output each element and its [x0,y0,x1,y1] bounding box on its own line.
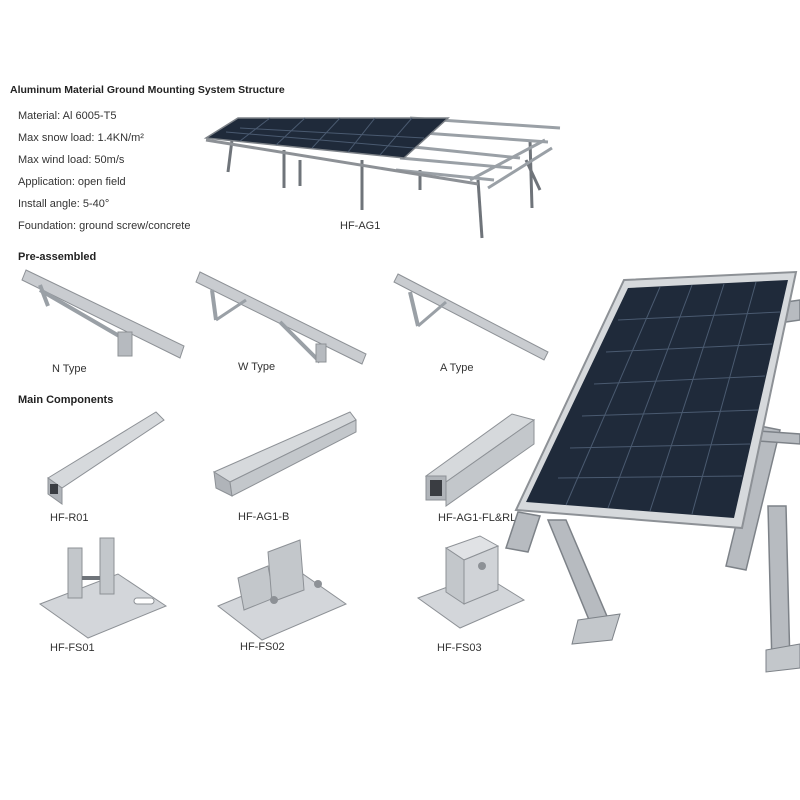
component-hf-fs01-label: HF-FS01 [50,642,95,654]
component-hf-ag1-fl-rl-label: HF-AG1-FL&RL [438,512,517,524]
component-hf-r01-label: HF-R01 [50,512,89,524]
pre-assembled-a-type-label: A Type [440,362,474,374]
spec-application: Application: open field [18,176,126,188]
pre-assembled-w-type-label: W Type [238,361,276,373]
main-components-heading: Main Components [18,394,114,406]
spec-install-angle: Install angle: 5-40° [18,198,110,210]
spec-material: Material: Al 6005-T5 [18,110,117,122]
spec-foundation: Foundation: ground screw/concrete [18,220,191,232]
component-hf-fs03-label: HF-FS03 [437,642,482,654]
page-title: Aluminum Material Ground Mounting System… [10,84,285,96]
component-hf-ag1-b-label: HF-AG1-B [238,511,290,523]
spec-wind-load: Max wind load: 50m/s [18,154,125,166]
spec-snow-load: Max snow load: 1.4KN/m² [18,132,144,144]
pre-assembled-heading: Pre-assembled [18,251,97,263]
pre-assembled-n-type-label: N Type [52,363,87,375]
component-hf-fs02-label: HF-FS02 [240,641,285,653]
main-structure-label: HF-AG1 [340,220,381,232]
